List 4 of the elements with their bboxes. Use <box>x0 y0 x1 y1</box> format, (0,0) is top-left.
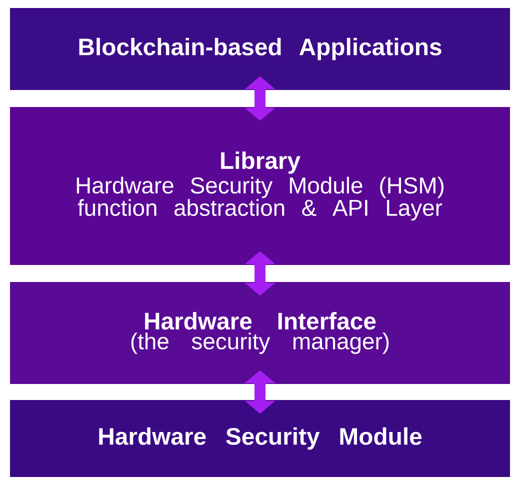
layer-box: Library Hardware Security Module (HSM) function abstraction & API Layer <box>10 107 510 265</box>
layer-box: Hardware Security Module <box>10 400 510 477</box>
layer-box: Blockchain-based Applications <box>10 8 510 90</box>
layer-box: Hardware Interface (the security manager) <box>10 282 510 384</box>
